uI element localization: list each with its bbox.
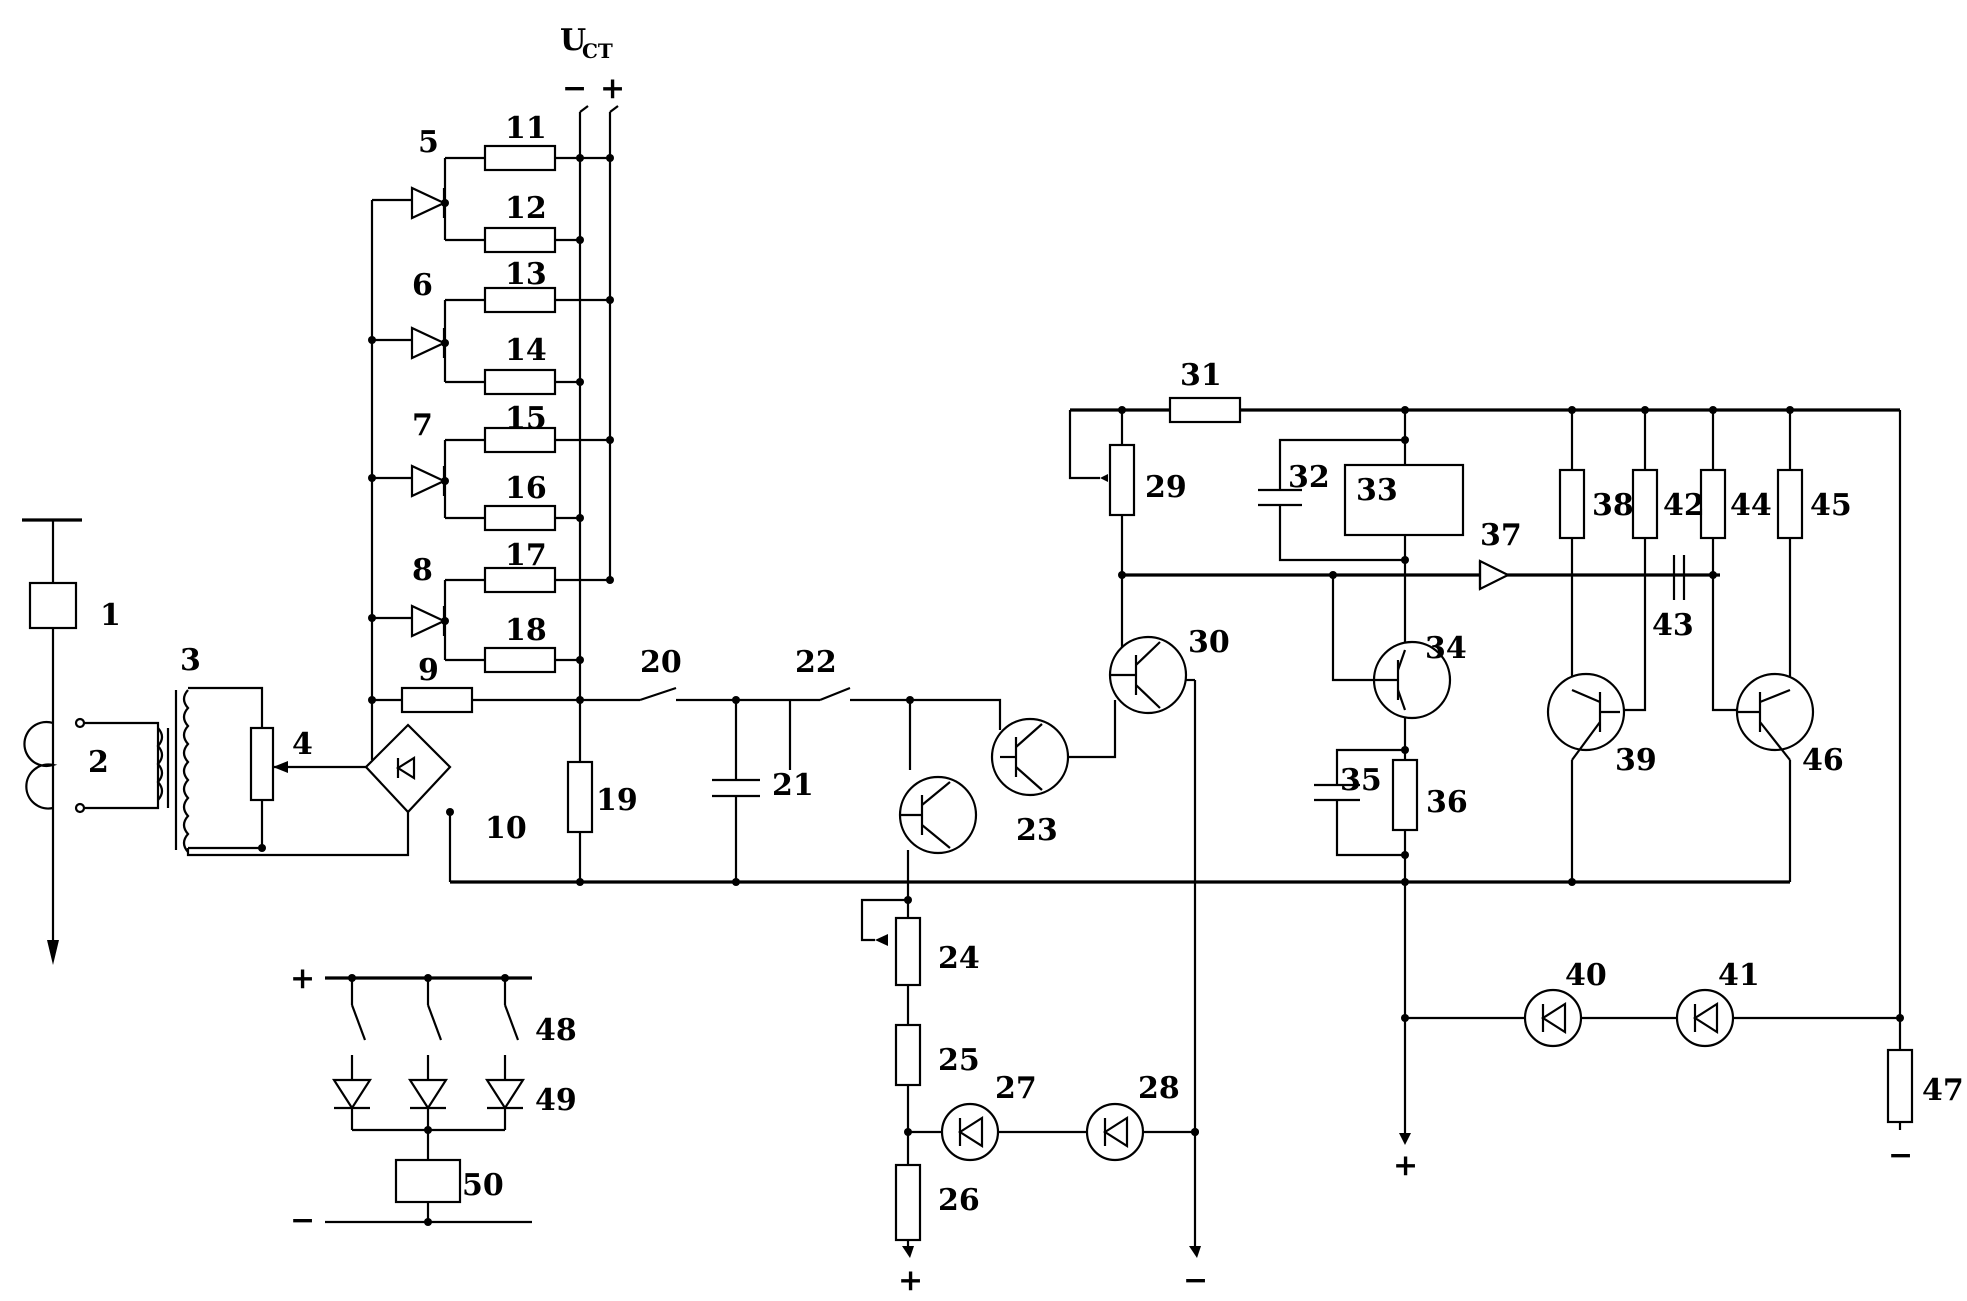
label-42: 42 <box>1663 488 1705 523</box>
label-19: 19 <box>596 783 638 818</box>
label-47: 47 <box>1922 1073 1964 1108</box>
label-22: 22 <box>795 645 837 680</box>
label-39: 39 <box>1615 743 1657 778</box>
label-10: 10 <box>485 811 527 846</box>
supply-minus: − <box>562 71 587 106</box>
label-9: 9 <box>418 653 439 688</box>
bottom-left-minus: − <box>290 1203 315 1238</box>
label-29: 29 <box>1145 470 1187 505</box>
label-43: 43 <box>1652 608 1694 643</box>
label-21: 21 <box>772 768 814 803</box>
label-40: 40 <box>1565 958 1607 993</box>
label-18: 18 <box>505 613 547 648</box>
label-5: 5 <box>418 125 439 160</box>
label-3: 3 <box>180 643 201 678</box>
label-24: 24 <box>938 941 980 976</box>
label-38: 38 <box>1592 488 1634 523</box>
label-17: 17 <box>505 538 547 573</box>
label-37: 37 <box>1480 518 1522 553</box>
label-25: 25 <box>938 1043 980 1078</box>
label-27: 27 <box>995 1071 1037 1106</box>
label-2: 2 <box>88 745 109 780</box>
label-23: 23 <box>1016 813 1058 848</box>
label-13: 13 <box>505 257 547 292</box>
label-46: 46 <box>1802 743 1844 778</box>
terminal-36-plus: + <box>1393 1148 1418 1183</box>
label-6: 6 <box>412 268 433 303</box>
label-49: 49 <box>535 1083 577 1118</box>
label-12: 12 <box>505 191 547 226</box>
label-36: 36 <box>1426 785 1468 820</box>
label-48: 48 <box>535 1013 577 1048</box>
label-20: 20 <box>640 645 682 680</box>
label-1: 1 <box>100 598 121 633</box>
terminal-47-minus: − <box>1888 1138 1913 1173</box>
label-31: 31 <box>1180 358 1222 393</box>
label-16: 16 <box>505 471 547 506</box>
text-labels: U CT − + + − + − + − 1 2 3 4 5 6 7 8 9 1… <box>88 23 1964 1298</box>
label-15: 15 <box>505 401 547 436</box>
wires <box>22 106 1900 1258</box>
label-44: 44 <box>1730 488 1772 523</box>
label-28: 28 <box>1138 1071 1180 1106</box>
label-33: 33 <box>1356 473 1398 508</box>
terminal-26-plus: + <box>898 1263 923 1298</box>
label-11: 11 <box>505 111 547 146</box>
label-41: 41 <box>1718 958 1760 993</box>
label-30: 30 <box>1188 625 1230 660</box>
label-32: 32 <box>1288 460 1330 495</box>
label-45: 45 <box>1810 488 1852 523</box>
label-4: 4 <box>292 727 313 762</box>
label-35: 35 <box>1340 763 1382 798</box>
supply-label-sub: CT <box>582 39 613 63</box>
supply-plus: + <box>600 71 625 106</box>
label-26: 26 <box>938 1183 980 1218</box>
label-14: 14 <box>505 333 547 368</box>
label-34: 34 <box>1425 631 1467 666</box>
label-8: 8 <box>412 553 433 588</box>
bottom-left-plus: + <box>290 961 315 996</box>
label-50: 50 <box>462 1168 504 1203</box>
terminal-28-minus: − <box>1183 1263 1208 1298</box>
label-7: 7 <box>412 408 433 443</box>
